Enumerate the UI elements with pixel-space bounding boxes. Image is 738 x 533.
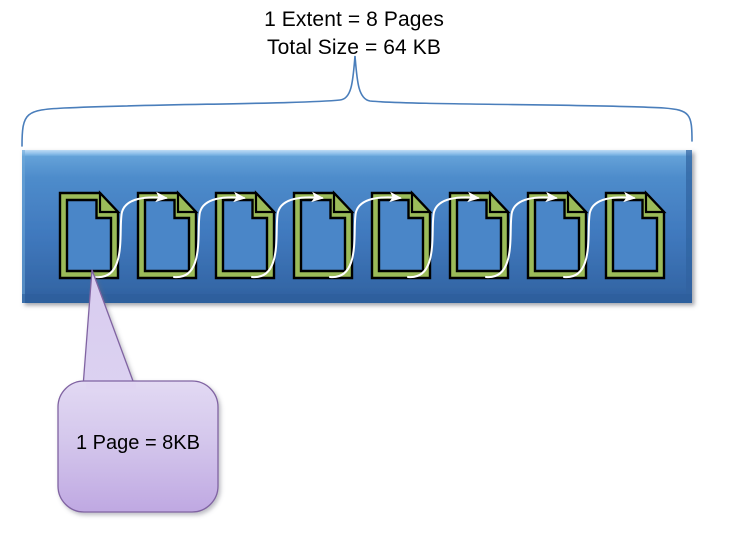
page-icon-4[interactable] xyxy=(292,191,354,280)
page-icon-3[interactable] xyxy=(214,191,276,280)
page-icon-6[interactable] xyxy=(448,191,510,280)
page-link-arrow-5 xyxy=(407,191,480,279)
page-link-arrow-6 xyxy=(485,191,558,279)
diagram-title: 1 Extent = 8 Pages Total Size = 64 KB xyxy=(154,6,554,63)
callout-label: 1 Page = 8KB xyxy=(76,432,200,454)
page-link-arrow-3 xyxy=(251,191,324,279)
page-link-arrow-7 xyxy=(563,191,636,279)
title-line-total-size: Total Size = 64 KB xyxy=(267,36,441,60)
page-link-arrow-1 xyxy=(95,191,168,279)
page-icon-1[interactable] xyxy=(58,191,120,280)
page-icon-7[interactable] xyxy=(526,191,588,280)
page-callout[interactable] xyxy=(57,269,219,513)
page-icon-5[interactable] xyxy=(370,191,432,280)
page-icon-8[interactable] xyxy=(604,191,666,280)
title-line-extent: 1 Extent = 8 Pages xyxy=(264,8,444,31)
page-link-arrows xyxy=(95,191,636,279)
extent-brace xyxy=(21,55,693,147)
page-link-arrow-2 xyxy=(173,191,246,279)
page-link-arrow-4 xyxy=(329,191,402,279)
page-icon-2[interactable] xyxy=(136,191,198,280)
extent-bar xyxy=(22,150,692,303)
